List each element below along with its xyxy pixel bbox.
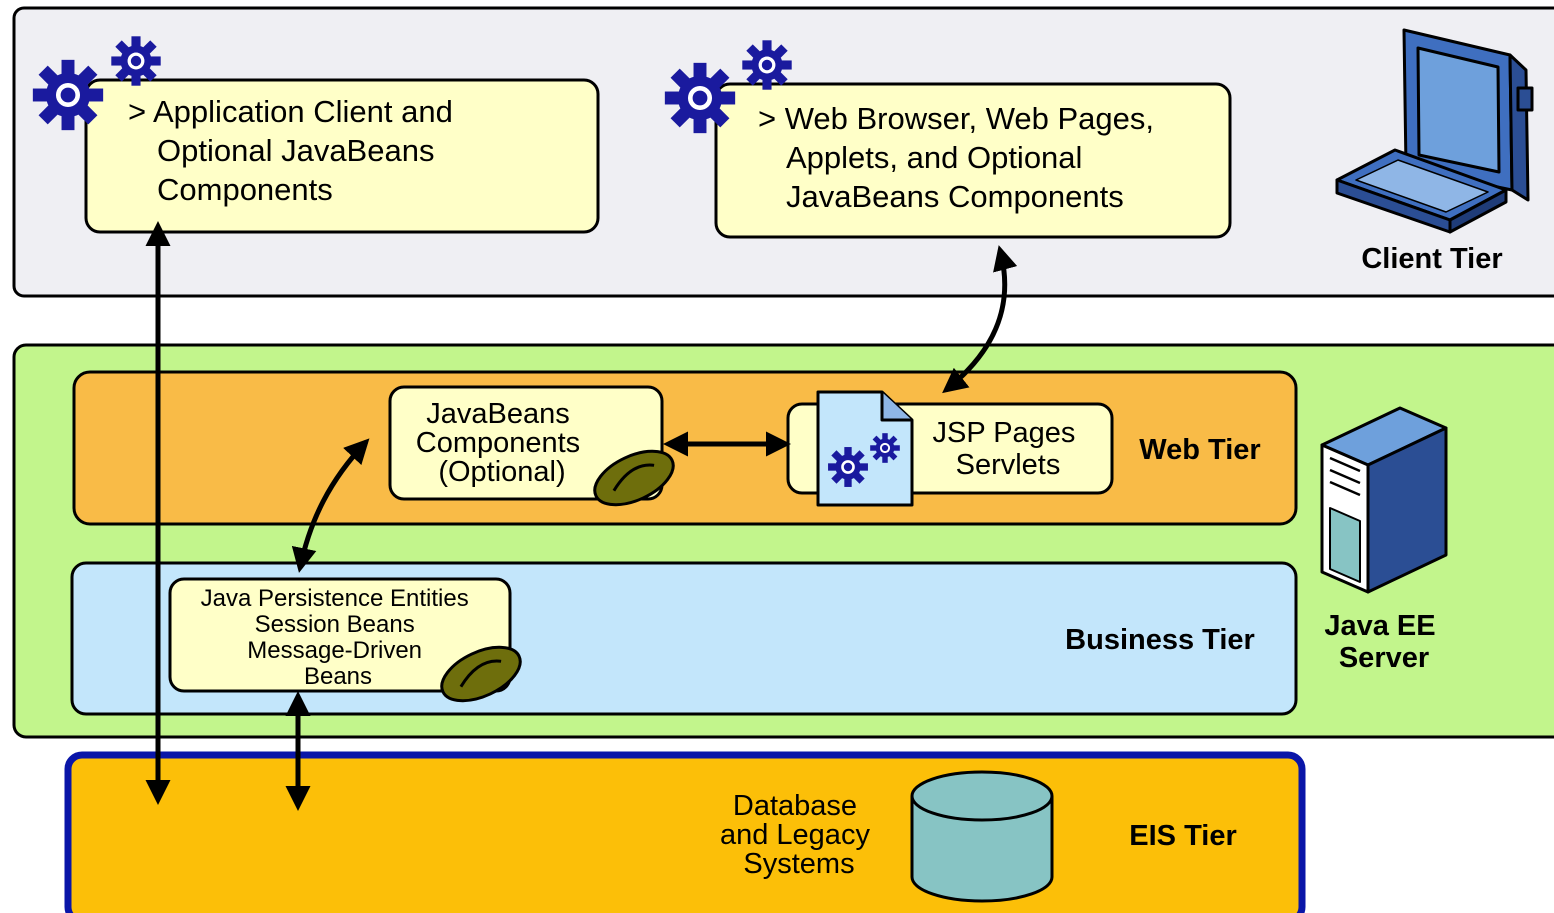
- app-client-text: > Application Client and Optional JavaBe…: [128, 94, 462, 207]
- jsp-file-icon: [816, 390, 914, 507]
- entities-text: Java Persistence Entities Session Beans …: [201, 585, 476, 690]
- eis-tier-panel: [64, 751, 1306, 913]
- database-icon: [910, 770, 1054, 903]
- browser-box: > Web Browser, Web Pages, Applets, and O…: [714, 82, 1232, 239]
- client-tier-label: Client Tier: [1361, 243, 1502, 275]
- javabeans-box: JavaBeans Components (Optional): [388, 385, 664, 501]
- business-tier-label: Business Tier: [1065, 624, 1255, 656]
- java-ee-server-label: Java EE Server: [1324, 610, 1443, 674]
- browser-text: > Web Browser, Web Pages, Applets, and O…: [758, 101, 1163, 214]
- eis-tier-label: EIS Tier: [1129, 820, 1236, 852]
- javabeans-text: JavaBeans Components (Optional): [416, 398, 589, 488]
- arrow-browser-to-jsp: [942, 245, 1018, 394]
- computer-icon: [1335, 28, 1534, 234]
- database-text: Database and Legacy Systems: [720, 790, 878, 880]
- connector-arrows: [145, 221, 1018, 811]
- web-tier-label: Web Tier: [1139, 434, 1260, 466]
- entities-box: Java Persistence Entities Session Beans …: [168, 577, 512, 693]
- server-tower-icon: [1320, 406, 1448, 594]
- arrow-javabeans-to-entities: [291, 438, 370, 573]
- app-client-box: > Application Client and Optional JavaBe…: [84, 78, 600, 234]
- jsp-text: JSP Pages Servlets: [932, 417, 1083, 481]
